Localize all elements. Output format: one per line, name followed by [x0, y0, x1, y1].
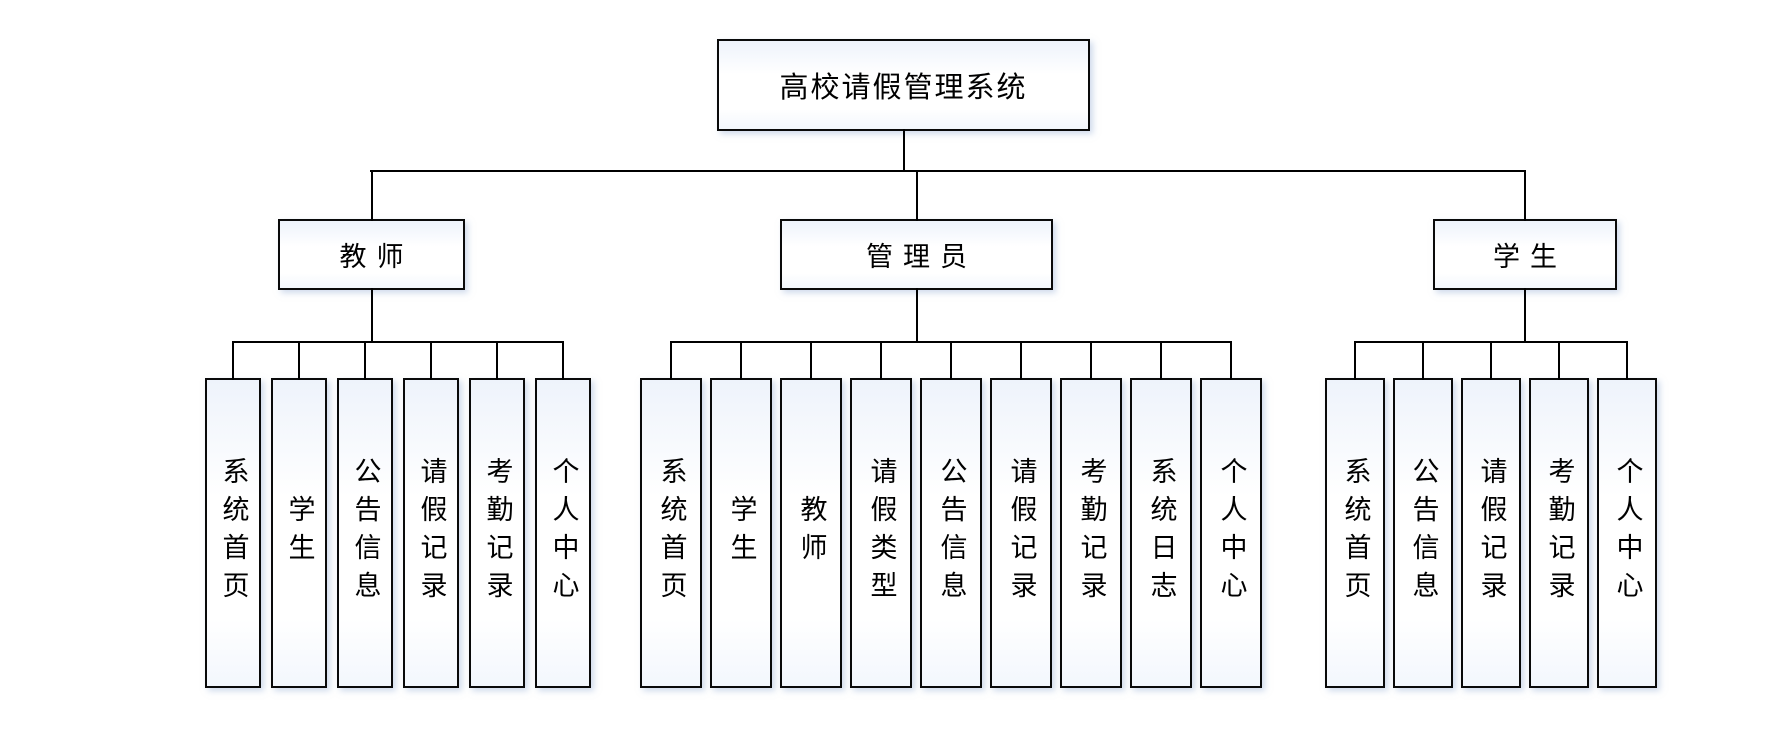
root-node-leave-management-system: 高校请假管理系统	[717, 39, 1090, 171]
leaf-teacher-attendance-records: 考勤记录	[469, 343, 525, 688]
group-node-student: 学生	[1433, 172, 1617, 342]
leaf-admin-leave-records: 请假记录	[990, 343, 1052, 688]
group-node-admin-label: 管理员	[866, 242, 977, 272]
connector-admin-leaf-bus	[670, 341, 1232, 343]
group-node-teacher: 教师	[278, 172, 465, 342]
connector-teacher-leaf-bus	[232, 341, 564, 343]
leaf-student-announcements: 公告信息	[1393, 343, 1453, 688]
leaf-student-leave-records: 请假记录	[1461, 343, 1521, 688]
leaf-admin-leave-types: 请假类型	[850, 343, 912, 688]
leaf-admin-attendance-records: 考勤记录	[1060, 343, 1122, 688]
leaf-student-personal-center: 个人中心	[1597, 343, 1657, 688]
connector-level1-bus	[370, 170, 1526, 172]
leaf-teacher-leave-records: 请假记录	[403, 343, 459, 688]
group-node-admin: 管理员	[780, 172, 1053, 342]
leaf-admin-personal-center: 个人中心	[1200, 343, 1262, 688]
leaf-admin-students: 学生	[710, 343, 772, 688]
leaf-admin-system-logs: 系统日志	[1130, 343, 1192, 688]
group-node-student-label: 学生	[1493, 242, 1567, 272]
leaf-student-attendance-records: 考勤记录	[1529, 343, 1589, 688]
leaf-admin-teachers: 教师	[780, 343, 842, 688]
leaf-teacher-personal-center: 个人中心	[535, 343, 591, 688]
group-node-teacher-label: 教师	[339, 242, 414, 272]
leaf-admin-announcements: 公告信息	[920, 343, 982, 688]
connector-student-leaf-bus	[1354, 341, 1628, 343]
root-node-label: 高校请假管理系统	[779, 72, 1028, 104]
leaf-student-system-home: 系统首页	[1325, 343, 1385, 688]
leaf-teacher-announcements: 公告信息	[337, 343, 393, 688]
leaf-admin-system-home: 系统首页	[640, 343, 702, 688]
leaf-teacher-system-home: 系统首页	[205, 343, 261, 688]
leaf-teacher-students: 学生	[271, 343, 327, 688]
